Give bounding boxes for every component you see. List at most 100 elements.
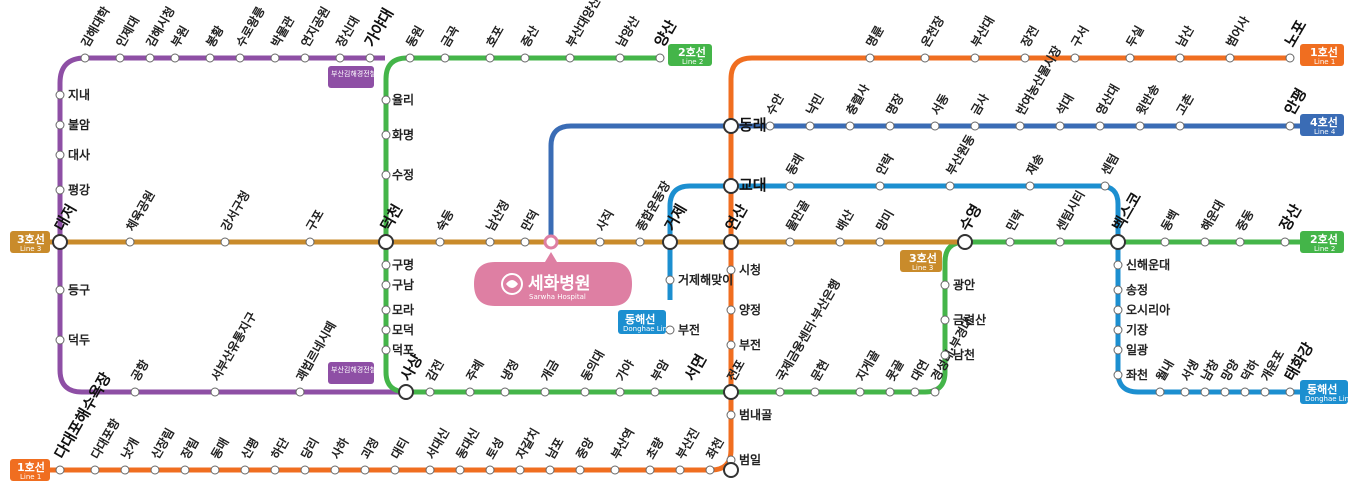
transfer-node[interactable] (398, 384, 414, 400)
station[interactable]: 부산대양산캠퍼스 (563, 0, 620, 63)
station[interactable]: 강서구청 (218, 188, 253, 247)
station[interactable]: 센텀 (1098, 151, 1122, 191)
station[interactable]: 충렬사 (843, 81, 873, 131)
station[interactable]: 거제 (661, 201, 690, 234)
station[interactable]: 수영 (956, 201, 985, 234)
transfer-node[interactable] (723, 118, 739, 134)
station[interactable]: 김해시청 (143, 4, 178, 63)
station[interactable]: 장신대 (333, 13, 363, 63)
station[interactable]: 평강 (55, 183, 90, 197)
station[interactable]: 구남 (381, 277, 414, 292)
station[interactable]: 일광 (1113, 342, 1148, 357)
station[interactable]: 부산원동 (943, 132, 978, 191)
transfer-node[interactable] (723, 462, 739, 478)
transfer-node[interactable] (52, 234, 68, 250)
station-label: 자갈치 (513, 425, 543, 461)
station[interactable]: 부전 (726, 337, 761, 352)
badge-gimhae-north[interactable]: 부산김해경전철 (328, 66, 376, 88)
station[interactable]: 인제대 (113, 13, 143, 63)
badge-line4-east[interactable]: 4호선 Line 4 (1300, 114, 1344, 136)
station[interactable]: 범어사 (1223, 13, 1253, 63)
station[interactable]: 다대포항 (88, 416, 123, 475)
station[interactable]: 동래 (739, 116, 767, 134)
station[interactable]: 영산대 (1093, 81, 1123, 131)
station[interactable]: 해운대 (1198, 197, 1228, 247)
station[interactable]: 송정 (1113, 282, 1148, 297)
station[interactable]: 윗반송 (1133, 81, 1163, 131)
station-dot (1070, 53, 1080, 63)
transfer-node[interactable] (957, 234, 973, 250)
station[interactable]: 남양산 (613, 13, 643, 63)
station[interactable]: 김해대학 (78, 4, 113, 63)
transfer-node[interactable] (1110, 234, 1126, 250)
badge-line1-north[interactable]: 1호선 Line 1 (1300, 44, 1344, 66)
station[interactable]: 기장 (1113, 322, 1148, 337)
station[interactable]: 국제금융센터·부산은행 (773, 276, 843, 397)
station[interactable]: 오시리아 (1113, 302, 1170, 317)
station[interactable]: 금련산 (940, 312, 986, 327)
station[interactable]: 수정 (381, 167, 414, 182)
transfer-node[interactable] (378, 234, 394, 250)
station[interactable]: 모덕 (381, 322, 414, 337)
transfer-node[interactable] (662, 234, 678, 250)
station[interactable]: 모라 (381, 302, 414, 317)
station[interactable]: 온천장 (918, 13, 948, 63)
station[interactable]: 등구 (55, 283, 90, 297)
station[interactable]: 수로왕릉 (233, 4, 268, 63)
station[interactable]: 센텀시티 (1053, 188, 1088, 247)
badge-line3-west[interactable]: 3호선 Line 3 (10, 231, 50, 253)
station[interactable]: 가야대 (361, 5, 397, 63)
station[interactable]: 동의대 (578, 347, 608, 397)
station[interactable]: 괘법르네시떼 (293, 319, 339, 397)
station[interactable]: 부산진 (673, 425, 703, 475)
station[interactable]: 시청 (726, 262, 761, 277)
badge-line3-east[interactable]: 3호선 Line 3 (900, 250, 942, 272)
station[interactable]: 서부산유통지구 (208, 309, 260, 397)
station[interactable]: 덕두 (55, 332, 90, 347)
transfer-node[interactable] (723, 234, 739, 250)
station-label: 전포 (724, 357, 748, 384)
station[interactable]: 서대신 (423, 425, 453, 475)
station[interactable]: 화명 (381, 127, 414, 142)
badge-gimhae-south[interactable]: 부산김해경전철 (328, 362, 376, 384)
station[interactable]: 부산대 (968, 13, 998, 63)
station[interactable]: 물만골 (783, 197, 813, 247)
station[interactable]: 동대신 (453, 425, 483, 475)
station[interactable]: 신해운대 (1113, 257, 1170, 272)
badge-donghae-west[interactable]: 동해선 Donghae Line (618, 310, 671, 334)
station-label: 장산 (1276, 201, 1305, 234)
station[interactable]: 대사 (55, 147, 90, 162)
badge-line2-north[interactable]: 2호선 Line 2 (668, 44, 712, 66)
station[interactable]: 교대 (739, 176, 767, 194)
station[interactable]: 체육공원 (123, 188, 158, 247)
station[interactable]: 지게골 (853, 347, 883, 397)
station[interactable]: 박물관 (268, 13, 298, 63)
station[interactable]: 덕포 (381, 342, 414, 357)
station[interactable]: 광안 (940, 277, 975, 292)
station[interactable]: 신장림 (148, 425, 178, 475)
station[interactable]: 덕천 (377, 201, 406, 234)
station[interactable]: 좌천 (1113, 367, 1148, 382)
station[interactable]: 양정 (726, 302, 761, 317)
badge-donghae-east[interactable]: 동해선 Donghae Line (1300, 380, 1353, 404)
station[interactable]: 연지공원 (298, 4, 333, 63)
badge-line2-east[interactable]: 2호선 Line 2 (1300, 231, 1344, 253)
station[interactable]: 연산 (722, 201, 751, 234)
station[interactable]: 지내 (55, 87, 90, 102)
transfer-node[interactable] (723, 384, 739, 400)
station[interactable]: 부산역 (608, 425, 638, 475)
badge-line1-south[interactable]: 1호선 Line 1 (10, 459, 50, 481)
transfer-node[interactable] (723, 178, 739, 194)
station[interactable]: 불암 (55, 118, 90, 132)
station[interactable]: 다대포해수욕장 (51, 369, 115, 475)
station[interactable]: 율리 (381, 92, 414, 107)
station[interactable]: 범내골 (726, 407, 772, 422)
station[interactable]: 구명 (381, 258, 414, 272)
station[interactable]: 남천 (940, 347, 975, 362)
station[interactable]: 서면 (681, 351, 710, 384)
station[interactable]: 남산정 (483, 197, 513, 247)
station[interactable]: 거제해맞이 (665, 272, 733, 287)
station[interactable]: 자갈치 (513, 425, 543, 475)
hospital-marker[interactable]: 세화병원 Sarwha Hospital (474, 234, 632, 306)
station[interactable]: 대저 (51, 201, 80, 234)
